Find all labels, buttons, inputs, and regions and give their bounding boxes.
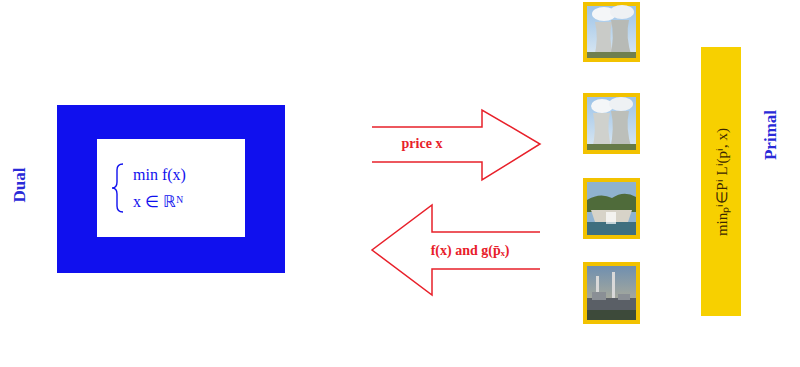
formula-area: min f(x)x ∈ ℝᴺ [97, 139, 245, 237]
formula-line: x ∈ ℝᴺ [133, 188, 186, 215]
arrow-label: f(x) and g(p̄ₓ) [429, 243, 512, 260]
thermal-plant-photo [583, 262, 640, 324]
band-formula: minₚⁱ∈Pⁱ Lⁱ(pⁱ, x) [711, 127, 731, 235]
nuclear-plant-photo [583, 93, 640, 154]
formula-line: min f(x) [133, 161, 186, 188]
nuclear-plant-photo [583, 2, 640, 62]
dual-problem-frame: min f(x)x ∈ ℝᴺ [57, 105, 285, 273]
side-heading: Dual [10, 168, 30, 203]
primal-subproblem-band: minₚⁱ∈Pⁱ Lⁱ(pⁱ, x) [701, 47, 741, 316]
formula-lines: min f(x)x ∈ ℝᴺ [133, 161, 186, 215]
return-arrow [372, 205, 540, 295]
brace [111, 162, 125, 214]
arrow-label: price x [400, 136, 445, 153]
price-arrow [372, 110, 540, 180]
hydro-dam-photo [583, 178, 640, 239]
side-heading: Primal [761, 110, 781, 160]
